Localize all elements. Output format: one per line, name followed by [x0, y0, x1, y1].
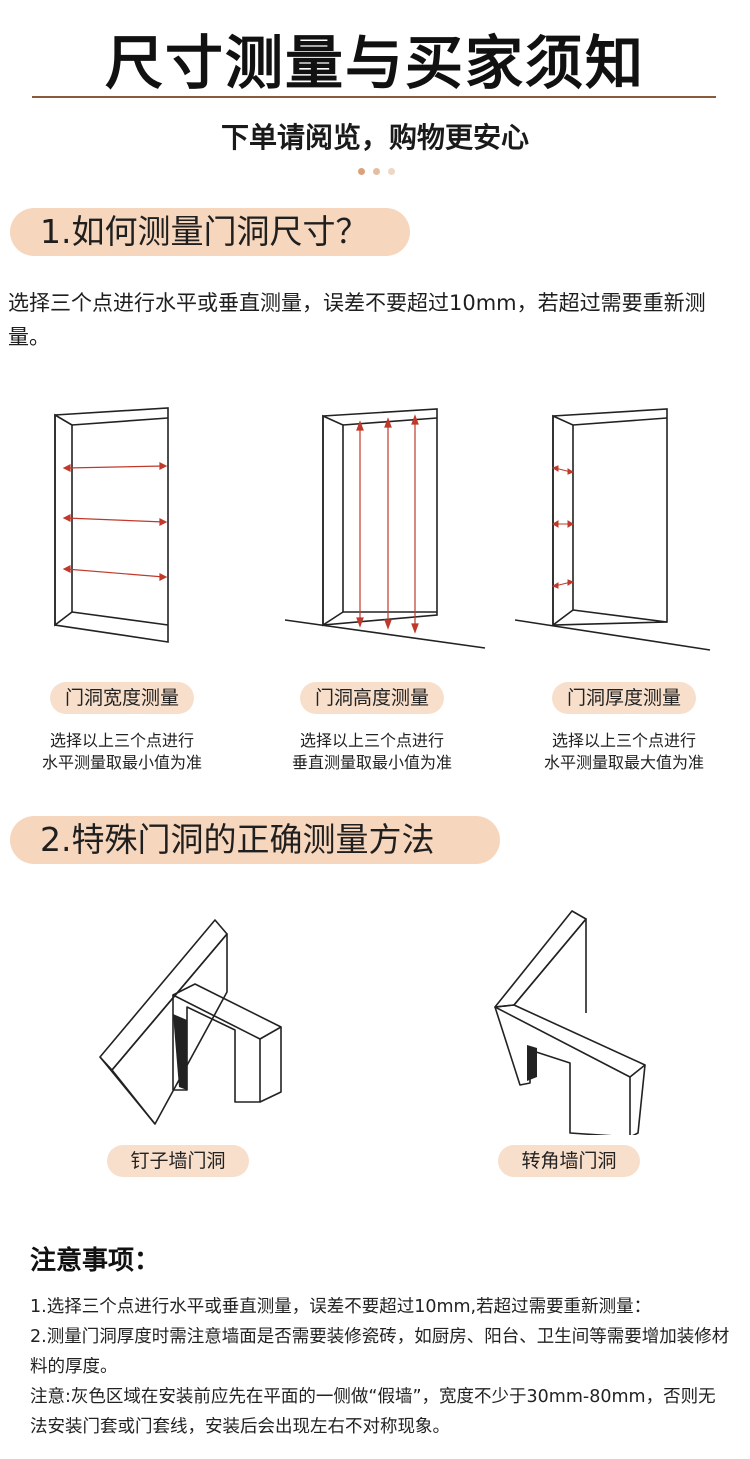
dot-3: [388, 168, 395, 175]
height-desc-line-1: 选择以上三个点进行: [299, 731, 444, 750]
note-line-1: 1.选择三个点进行水平或垂直测量，误差不要超过10mm,若超过需要重新测量：: [30, 1297, 652, 1317]
notes-title: 注意事项：: [30, 1246, 161, 1276]
depth-measure-desc: 选择以上三个点进行 水平测量取最大值为准: [522, 730, 726, 774]
note-line-3: 注意:灰色区域在安装前应先在平面的一侧做“假墙”，宽度不少于30mm-80mm，…: [30, 1387, 716, 1437]
width-desc-line-2: 水平测量取最小值为准: [41, 753, 202, 772]
height-measure-desc: 选择以上三个点进行 垂直测量取最小值为准: [270, 730, 474, 774]
height-measure-label: 门洞高度测量: [300, 682, 444, 714]
depth-desc-line-1: 选择以上三个点进行: [551, 731, 696, 750]
dot-2: [373, 168, 380, 175]
page-title: 尺寸测量与买家须知: [104, 29, 645, 97]
door-width-diagram-icon: [54, 407, 169, 643]
corner-wall-diagram-icon: [494, 910, 646, 1135]
depth-desc-line-2: 水平测量取最大值为准: [543, 753, 704, 772]
corner-wall-label: 转角墙门洞: [498, 1145, 640, 1177]
door-height-diagram-icon: [285, 408, 486, 649]
decorative-dots: [358, 168, 395, 175]
dot-1: [358, 168, 365, 175]
width-desc-line-1: 选择以上三个点进行: [49, 731, 194, 750]
section-2-heading: 2.特殊门洞的正确测量方法: [10, 816, 500, 864]
nail-wall-diagram-icon: [99, 919, 282, 1125]
nail-wall-label: 钉子墙门洞: [107, 1145, 249, 1177]
height-desc-line-2: 垂直测量取最小值为准: [291, 753, 452, 772]
notes-body: 1.选择三个点进行水平或垂直测量，误差不要超过10mm,若超过需要重新测量： 2…: [30, 1292, 730, 1442]
door-depth-diagram-icon: [515, 408, 711, 651]
width-measure-desc: 选择以上三个点进行 水平测量取最小值为准: [20, 730, 224, 774]
section-1-intro: 选择三个点进行水平或垂直测量，误差不要超过10mm，若超过需要重新测量。: [8, 291, 706, 349]
title-divider: [32, 96, 716, 98]
page-subtitle: 下单请阅览，购物更安心: [220, 121, 529, 154]
width-measure-label: 门洞宽度测量: [50, 682, 194, 714]
depth-measure-label: 门洞厚度测量: [552, 682, 696, 714]
note-line-2: 2.测量门洞厚度时需注意墙面是否需要装修瓷砖，如厨房、阳台、卫生间等需要增加装修…: [30, 1327, 730, 1377]
section-1-heading: 1.如何测量门洞尺寸？: [10, 208, 410, 256]
